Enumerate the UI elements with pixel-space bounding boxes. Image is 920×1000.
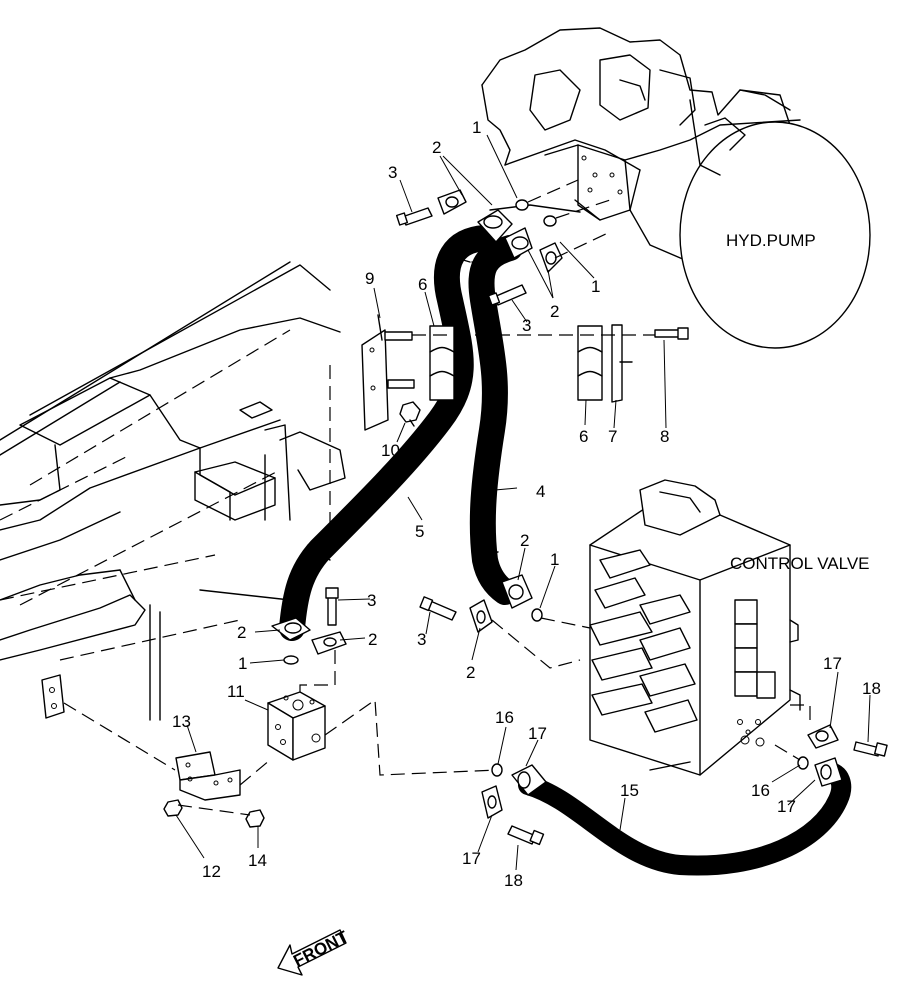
callout-4: 4 [536,482,545,501]
front-arrow: FRONT [277,927,352,976]
callout-2: 2 [432,138,441,157]
hose-4-flange [501,574,533,609]
callout-9: 9 [365,269,374,288]
bracket-9 [361,314,415,431]
o-ring-16-right [797,756,809,770]
callout-17: 17 [462,849,481,868]
bolt-14 [245,809,265,828]
clamp-17-right [807,724,839,749]
callout-6: 6 [418,275,427,294]
clamp-2-lower-right [469,599,493,633]
callout-11: 11 [227,682,245,701]
callout-2: 2 [237,623,246,642]
callout-16: 16 [495,708,514,727]
clamp-6-right [577,325,603,401]
hose-5-flange [271,617,311,641]
callout-17: 17 [528,724,547,743]
hose-5 [279,225,498,641]
o-ring-1-upper [515,199,529,211]
callout-5: 5 [415,522,424,541]
front-label: FRONT [290,927,351,971]
bolt-18-lower [507,825,545,846]
bolt-3-mid [487,284,527,306]
callout-1: 1 [550,550,559,569]
hose-15-flange-left [511,764,547,796]
leader-lines [175,134,871,871]
o-ring-1-valve [531,608,543,622]
callout-18: 18 [504,871,523,890]
callout-12: 12 [202,862,221,881]
callout-16: 16 [751,781,770,800]
hose-4 [468,235,523,605]
callout-1: 1 [591,277,600,296]
machine-frame [0,261,346,721]
hose-15-flange-right [814,757,843,787]
clamp-2-lower-left [311,631,347,655]
bolt-3-lower-left [325,587,339,626]
callout-3: 3 [522,316,531,335]
bolt-8 [654,327,689,340]
hose-flange-upper [477,209,533,259]
hyd-pump-label: HYD.PUMP [726,231,816,250]
bolt-3-lower-right [419,596,457,621]
bolt-3-upper [395,207,433,226]
callout-10: 10 [381,441,400,460]
callout-17: 17 [777,797,796,816]
bolt-18-right [853,741,888,757]
callout-6: 6 [579,427,588,446]
callout-15: 15 [620,781,639,800]
control-valve [589,479,801,776]
callout-13: 13 [172,712,191,731]
callout-3: 3 [388,163,397,182]
bolt-12 [163,799,183,817]
callout-18: 18 [862,679,881,698]
mount-tab [41,674,65,719]
hose-15 [518,762,852,876]
o-ring-1-lower-left [283,655,299,665]
clamp-17-left [481,785,503,819]
callout-2: 2 [550,302,559,321]
callout-17: 17 [823,654,842,673]
callout-3: 3 [417,630,426,649]
callout-14: 14 [248,851,267,870]
callouts: 1 1 1 1 2 2 2 2 2 2 3 3 3 3 4 5 6 6 7 8 … [172,118,881,890]
callout-3: 3 [367,591,376,610]
o-ring-16-left [491,763,503,777]
bracket-13 [175,751,241,801]
plate-7 [611,324,633,403]
port-block-11 [267,691,326,761]
callout-2: 2 [368,630,377,649]
bolt-10 [399,401,421,427]
hydraulic-pump [481,27,871,349]
callout-2: 2 [520,531,529,550]
clamp-6-left [429,325,455,401]
split-flange-clamps-pump [437,189,563,273]
callout-1: 1 [238,654,247,673]
control-valve-label: CONTROL VALVE [730,554,870,573]
callout-1: 1 [472,118,481,137]
callout-2: 2 [466,663,475,682]
callout-8: 8 [660,427,669,446]
callout-7: 7 [608,427,617,446]
o-ring-1-mid [543,215,557,227]
